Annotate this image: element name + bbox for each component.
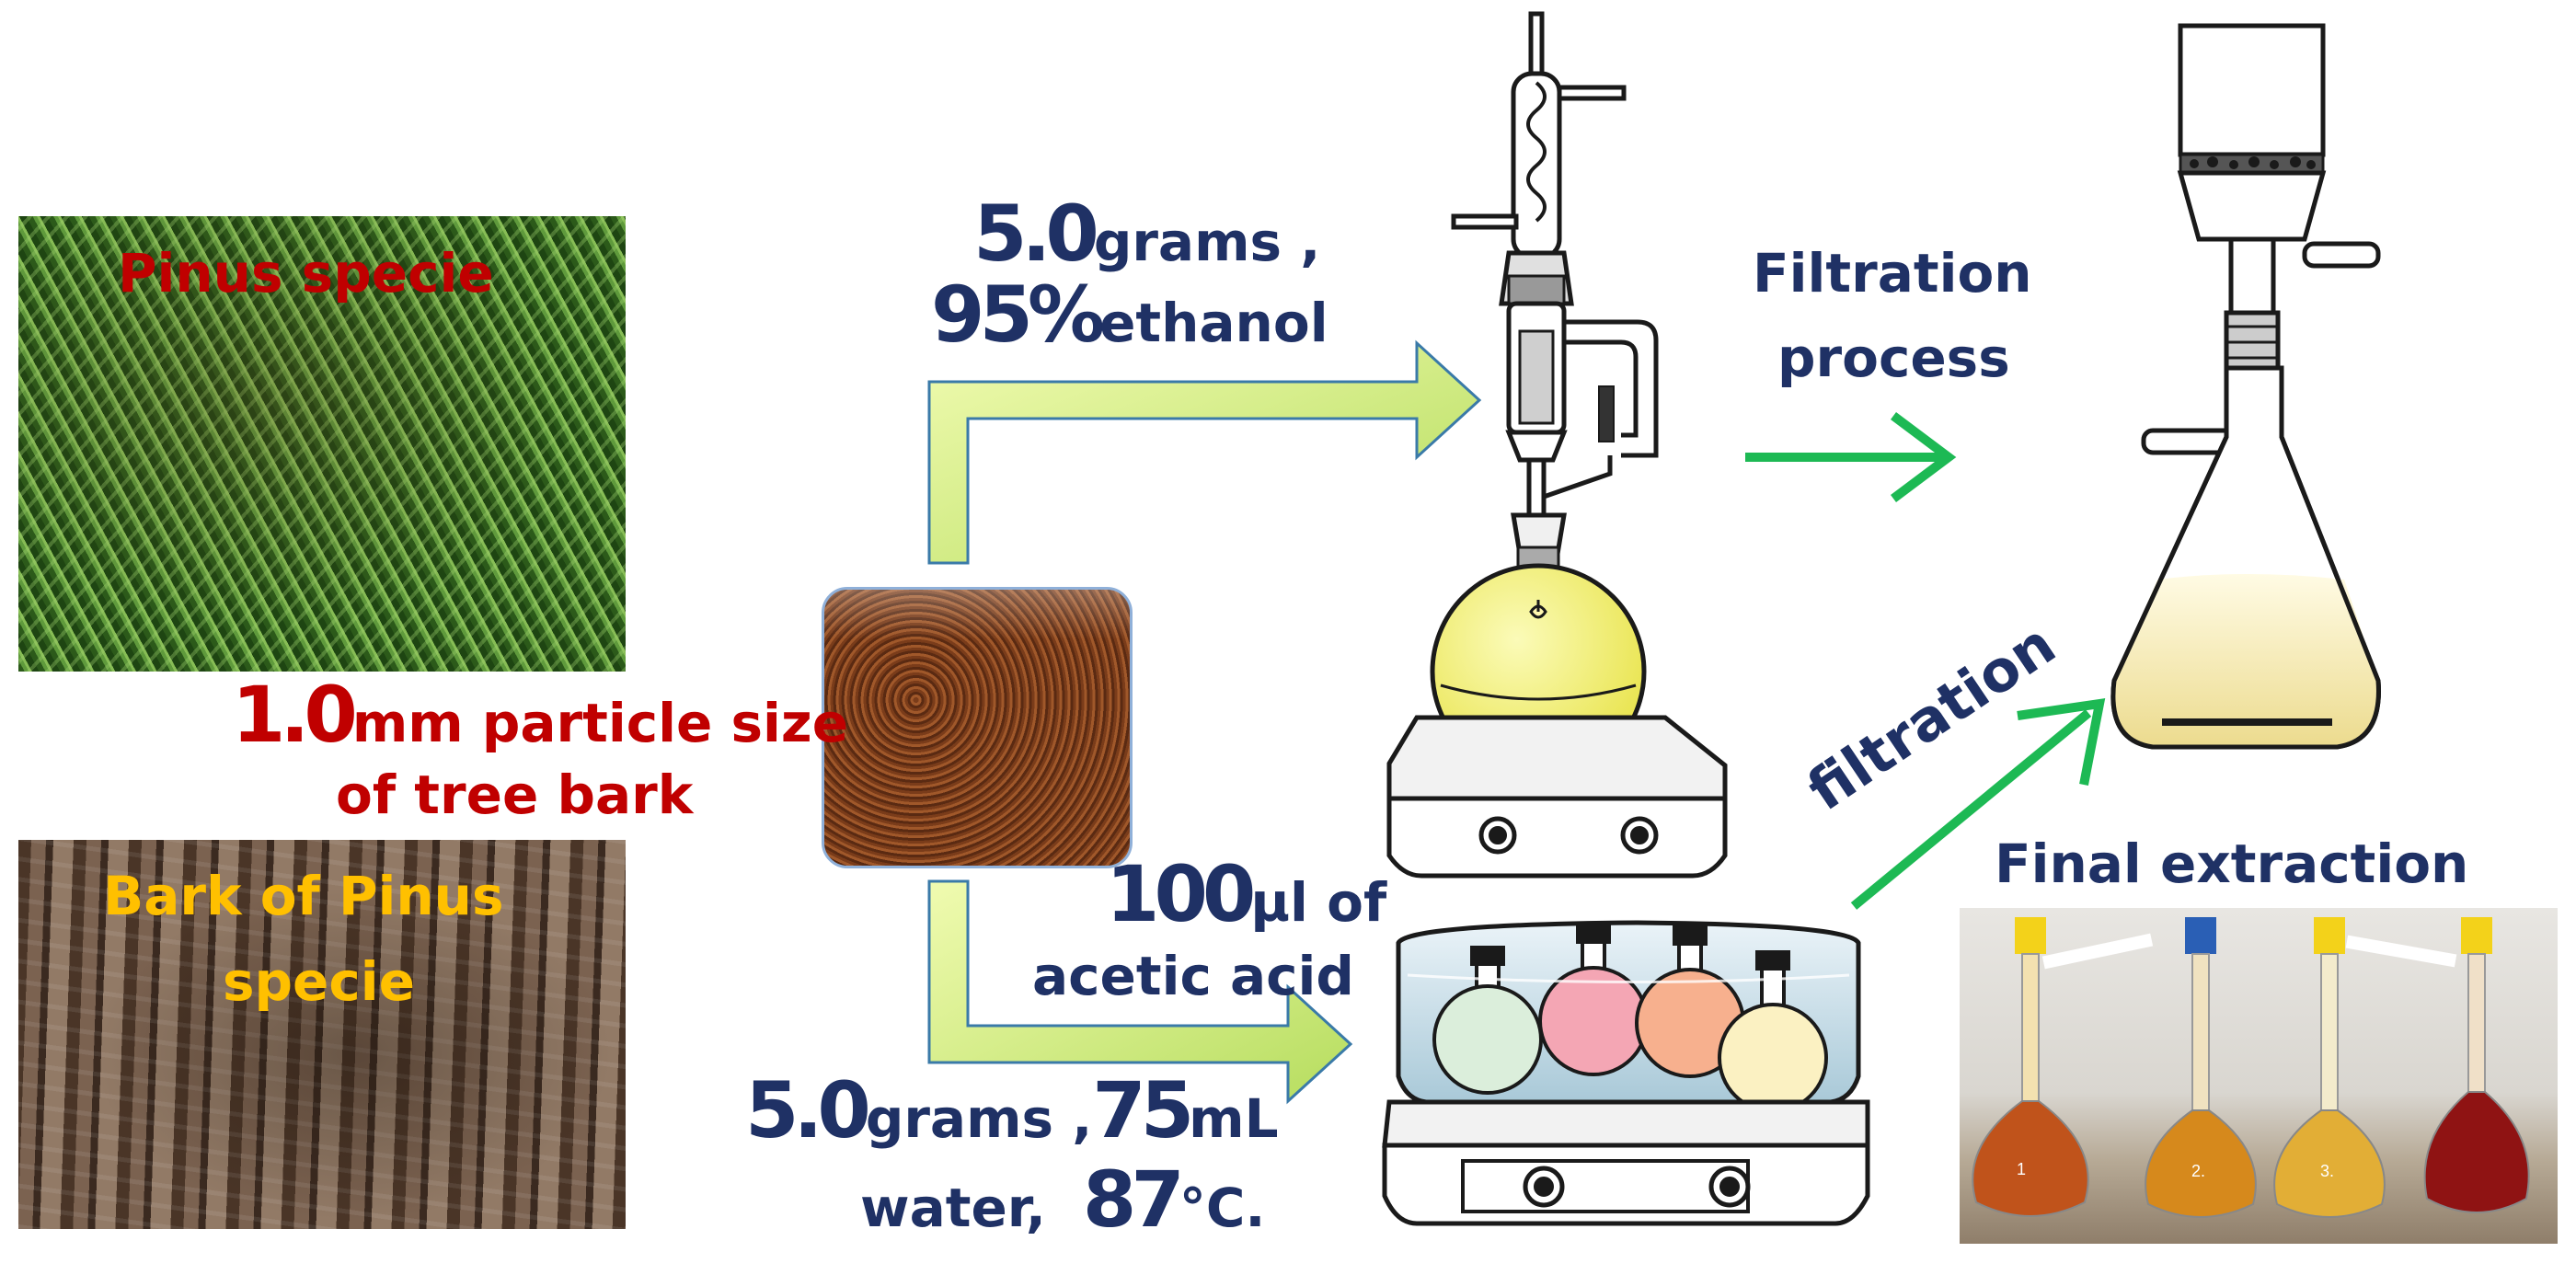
flask-label: 2. <box>2191 1162 2205 1180</box>
final-extraction-photo: 1 2. 3. <box>1960 908 2558 1244</box>
flask-label: 3. <box>2320 1162 2334 1180</box>
particle-size-label: 1.0mm particle size <box>232 676 848 753</box>
filtration-arrow <box>1850 698 2106 910</box>
pine-needles-photo <box>18 216 626 672</box>
top-grams-value: 5.0 <box>973 189 1099 279</box>
filtration-process-subtitle: process <box>1777 327 2010 389</box>
acetic-acid-unit: µl of <box>1250 871 1387 934</box>
flask-label: 1 <box>2017 1160 2026 1178</box>
acetic-acid-label: acetic acid <box>1032 945 1354 1007</box>
bottom-water-label: water,87°C. <box>860 1161 1265 1238</box>
bottom-grams-text: grams , <box>865 1087 1093 1150</box>
tree-bark-label: of tree bark <box>336 764 694 826</box>
bark-of-pinus-label: Bark of Pinus <box>103 865 504 927</box>
top-ethanol-label: 95%ethanol <box>931 276 1328 353</box>
acetic-acid-value: 100 <box>1106 849 1256 939</box>
bark-specie-label: specie <box>223 950 415 1013</box>
pinus-specie-label: Pinus specie <box>118 242 494 304</box>
bottom-water-text: water, <box>860 1177 1046 1239</box>
bottom-temp-value: 87 <box>1082 1154 1185 1245</box>
top-grams-text: grams , <box>1093 211 1321 273</box>
top-ethanol-value: 95% <box>931 270 1105 360</box>
top-grams-label: 5.0grams , <box>973 195 1320 272</box>
filtration-process-arrow <box>1745 412 1957 502</box>
bottom-grams-label: 5.0grams ,75mL <box>745 1072 1279 1149</box>
buchner-filter-flask-icon <box>2110 23 2381 750</box>
acetic-acid-amount-label: 100µl of <box>1106 856 1386 933</box>
filtration-process-title: Filtration <box>1753 242 2032 304</box>
top-ethanol-text: ethanol <box>1099 292 1328 354</box>
tree-bark-photo <box>18 840 626 1229</box>
water-bath-icon <box>1382 920 1870 1226</box>
bottom-ml-value: 75 <box>1092 1065 1194 1155</box>
bottom-grams-value: 5.0 <box>745 1065 871 1155</box>
volumetric-flasks-icon: 1 2. 3. <box>1972 917 2530 1218</box>
upper-process-arrow <box>927 339 1482 565</box>
bottom-temp-text: °C. <box>1179 1177 1266 1239</box>
final-extraction-label: Final extraction <box>1995 833 2469 895</box>
particle-size-value: 1.0 <box>232 670 358 760</box>
lower-process-arrow <box>927 879 1353 1105</box>
particle-size-text: mm particle size <box>351 692 849 754</box>
hot-plate-icon <box>1386 715 1728 879</box>
bottom-ml-text: mL <box>1189 1087 1279 1150</box>
bark-powder-photo <box>822 587 1133 868</box>
